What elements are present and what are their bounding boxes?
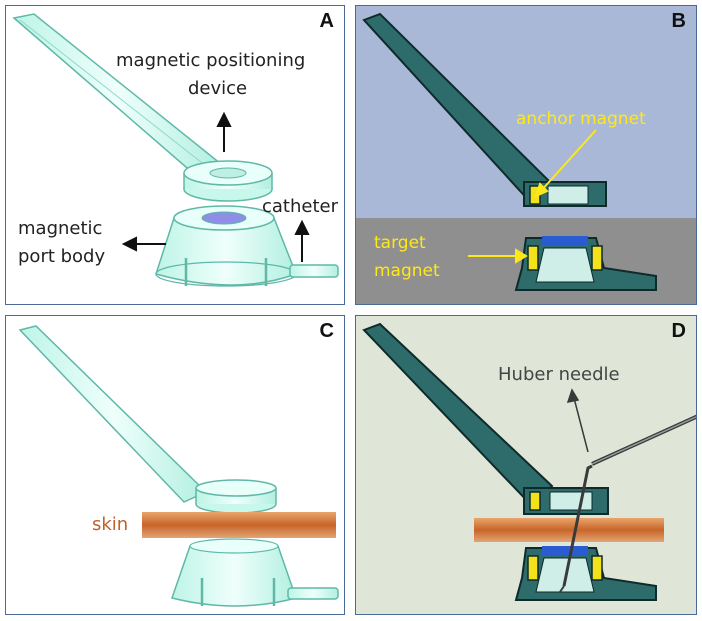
- skin-layer: [142, 512, 336, 538]
- panel-a-drawing: [12, 13, 339, 287]
- panel-d-label: D: [671, 320, 686, 342]
- panel-c-drawing: [18, 325, 339, 607]
- anchor-magnet-shape: [529, 491, 541, 511]
- panel-b: B anchor magnet target magnet: [355, 5, 697, 305]
- huber-needle: [559, 414, 696, 593]
- catheter-tube: [289, 264, 339, 278]
- port-label-line1: magnetic: [18, 218, 103, 239]
- panel-c-label: C: [319, 320, 334, 342]
- anchor-magnet-label: anchor magnet: [516, 109, 646, 129]
- target-magnet-right: [591, 245, 603, 271]
- port-label-line2: port body: [18, 246, 106, 267]
- panel-d: D Huber needle: [355, 315, 697, 615]
- septum: [542, 236, 588, 246]
- panel-d-drawing: [362, 322, 696, 601]
- huber-needle-label: Huber needle: [498, 364, 620, 385]
- target-magnet-left: [527, 555, 539, 581]
- device-ring-top: [195, 479, 277, 497]
- target-label-line2: magnet: [374, 261, 440, 281]
- skin-layer: [474, 518, 664, 542]
- panel-b-label: B: [671, 10, 686, 32]
- device-handle: [18, 325, 208, 503]
- catheter-tube: [287, 587, 339, 600]
- panel-a: A magnetic positioning device catheter m…: [5, 5, 345, 305]
- panel-a-label: A: [319, 10, 334, 32]
- section-handle: [362, 322, 554, 508]
- port-body: [171, 545, 297, 607]
- port-septum: [201, 211, 247, 225]
- target-label-line1: target: [374, 233, 426, 253]
- septum: [542, 546, 588, 556]
- target-magnet-right: [591, 555, 603, 581]
- catheter-label: catheter: [262, 196, 338, 217]
- panel-c: C skin: [5, 315, 345, 615]
- device-label-line1: magnetic positioning: [116, 50, 306, 71]
- device-label-line2: device: [188, 78, 248, 99]
- target-magnet-left: [527, 245, 539, 271]
- panel-b-drawing: [356, 12, 696, 304]
- skin-label: skin: [92, 514, 129, 535]
